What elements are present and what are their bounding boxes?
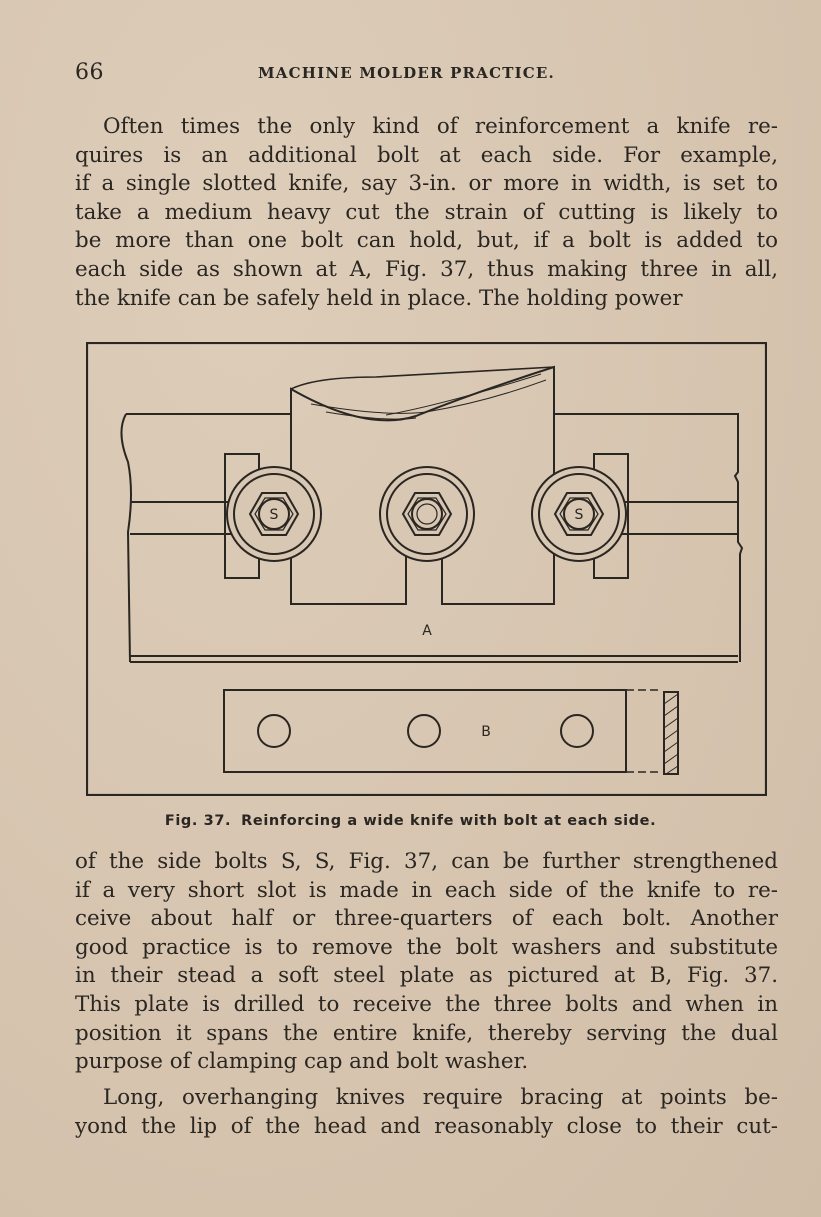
running-head: MACHINE MOLDER PRACTICE. <box>258 64 555 82</box>
text-line: take a medium heavy cut the strain of cu… <box>75 199 778 225</box>
text-line: purpose of clamping cap and bolt washer. <box>75 1049 529 1075</box>
figure-frame <box>86 342 767 796</box>
plate-b <box>223 689 627 773</box>
knife-bolt-diagram: S S A B <box>86 342 767 796</box>
text-line: if a single slotted knife, say 3-in. or … <box>75 171 778 197</box>
right-bolt <box>531 466 627 562</box>
plate-edge-view <box>663 691 679 775</box>
text-line: ceive about half or three-quarters of ea… <box>75 906 778 932</box>
label-a: A <box>422 623 432 639</box>
paragraph-3: Long, overhanging knives require bracing… <box>75 1084 778 1141</box>
label-b: B <box>481 724 491 740</box>
text-line: position it spans the entire knife, ther… <box>75 1020 778 1046</box>
middle-bolt <box>379 466 475 562</box>
paragraph-2: of the side bolts S, S, Fig. 37, can be … <box>75 848 778 1077</box>
caption-label: Fig. 37. <box>164 813 232 829</box>
knife-outline <box>126 413 744 662</box>
text-line: in their stead a soft steel plate as pic… <box>75 963 778 989</box>
text-line: quires is an additional bolt at each sid… <box>75 142 778 168</box>
caption-text: Reinforcing a wide knife with bolt at ea… <box>241 813 657 829</box>
text-line: be more than one bolt can hold, but, if … <box>75 228 778 254</box>
left-bolt <box>226 466 322 562</box>
text-line: if a very short slot is made in each sid… <box>75 877 778 903</box>
text-line: of the side bolts S, S, Fig. 37, can be … <box>75 849 778 874</box>
text-line: Long, overhanging knives require bracing… <box>103 1085 778 1110</box>
label-s-right: S <box>575 507 584 523</box>
text-line: yond the lip of the head and reasonably … <box>75 1113 778 1139</box>
paragraph-1: Often times the only kind of reinforceme… <box>75 113 778 313</box>
text-line: good practice is to remove the bolt wash… <box>75 934 778 960</box>
cutter-head <box>290 365 555 422</box>
figure-37: S S A B <box>86 342 767 796</box>
text-line: the knife can be safely held in place. T… <box>75 285 683 311</box>
figure-caption: Fig. 37. Reinforcing a wide knife with bo… <box>0 813 821 829</box>
text-line: each side as shown at A, Fig. 37, thus m… <box>75 256 778 282</box>
text-line: Often times the only kind of reinforceme… <box>103 114 778 139</box>
page-number: 66 <box>75 60 104 85</box>
label-s-left: S <box>270 507 279 523</box>
text-line: This plate is drilled to receive the thr… <box>75 991 778 1017</box>
